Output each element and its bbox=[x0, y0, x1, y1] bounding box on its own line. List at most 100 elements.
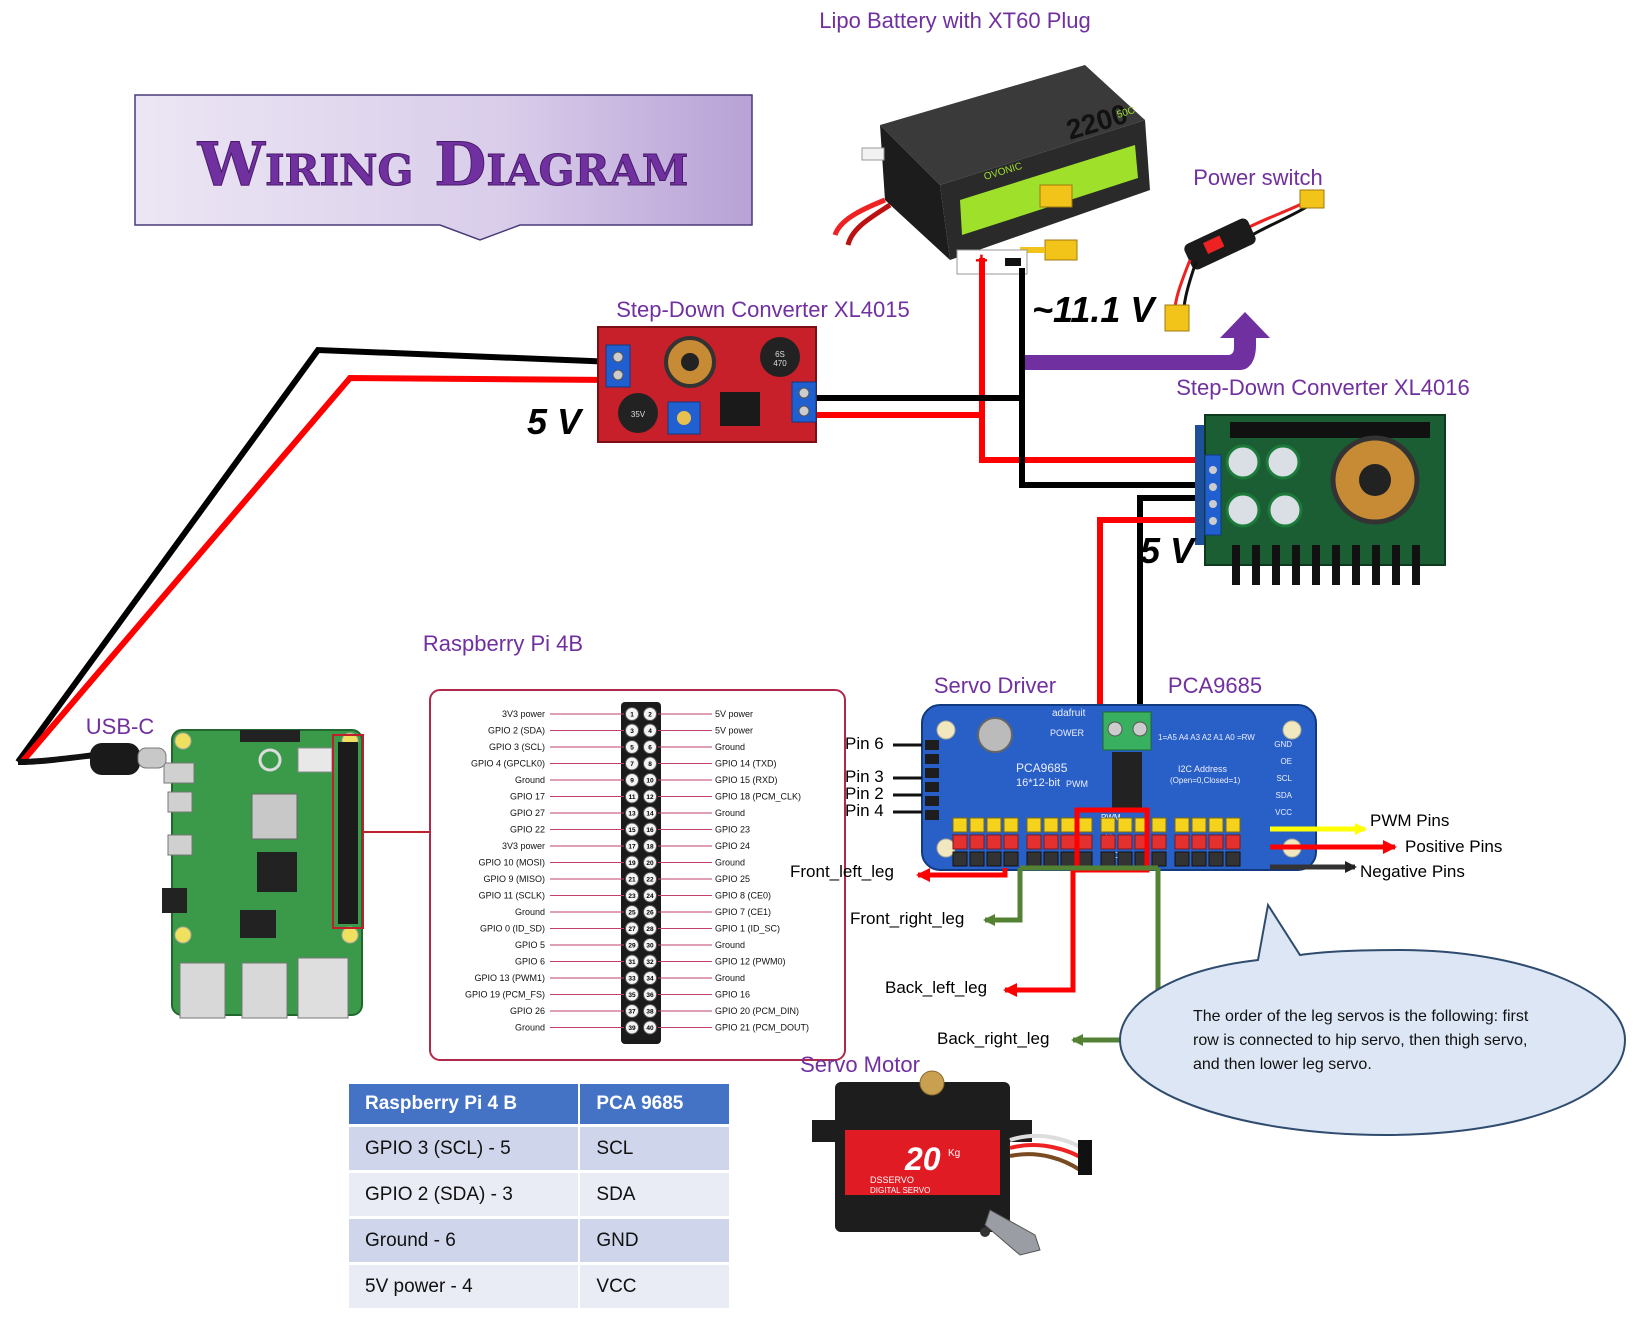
note-bubble bbox=[1118, 902, 1627, 1137]
pwm-pin-header bbox=[1191, 817, 1207, 833]
gnd-pin-header bbox=[1003, 851, 1019, 867]
raspberry-pi-board bbox=[162, 729, 364, 1019]
xl4016-label: Step-Down Converter XL4016 bbox=[1176, 375, 1470, 400]
gpio-pin-number: 34 bbox=[646, 976, 654, 983]
gpio-pin-odd bbox=[625, 1020, 639, 1035]
pin-4-label: Pin 4 bbox=[845, 801, 884, 820]
gpio-left-label: 3V3 power bbox=[502, 841, 545, 851]
pca-maker: adafruit bbox=[1052, 708, 1086, 719]
table-cell: SCL bbox=[579, 1124, 731, 1172]
gpio-pin-number: 38 bbox=[646, 1009, 654, 1016]
usb-c-label: USB-C bbox=[86, 714, 155, 739]
gpio-right-label: Ground bbox=[715, 742, 745, 752]
gnd-pin-header bbox=[1060, 851, 1076, 867]
gpio-pin-number: 29 bbox=[628, 943, 636, 950]
gpio-left-label: GPIO 4 (GPCLK0) bbox=[471, 759, 545, 769]
pca-left-pin bbox=[925, 740, 939, 750]
gpio-right-label: GPIO 18 (PCM_CLK) bbox=[715, 792, 801, 802]
gpio-pin-odd bbox=[625, 921, 639, 936]
gpio-left-label: 3V3 power bbox=[502, 709, 545, 719]
vplus-pin-header bbox=[1174, 834, 1190, 850]
front-right-leg-label: Front_right_leg bbox=[850, 909, 964, 928]
vplus-pin-header bbox=[1043, 834, 1059, 850]
gpio-pin-number: 39 bbox=[628, 1025, 636, 1032]
gnd-pin-header bbox=[969, 851, 985, 867]
servo-torque: 20 bbox=[904, 1141, 941, 1177]
pca-left-pin bbox=[925, 768, 939, 778]
pca-subtitle: 16*12-bit bbox=[1016, 777, 1060, 789]
gpio-pin-even bbox=[643, 756, 657, 771]
gpio-pin-number: 28 bbox=[646, 926, 654, 933]
gpio-left-label: GPIO 11 (SCLK) bbox=[479, 891, 545, 901]
gnd-pin-header bbox=[1100, 851, 1116, 867]
vplus-pin-header bbox=[1191, 834, 1207, 850]
raspberry-pi-label: Raspberry Pi 4B bbox=[423, 631, 583, 656]
table-cell: GPIO 3 (SCL) - 5 bbox=[349, 1124, 581, 1172]
gpio-pin-number: 4 bbox=[648, 728, 652, 735]
gpio-pin-even bbox=[643, 723, 657, 738]
xt60-plug-icon bbox=[1039, 184, 1073, 208]
gpio-pin-number: 7 bbox=[630, 761, 634, 768]
gpio-pin-even bbox=[643, 855, 657, 870]
gpio-left-label: GPIO 26 bbox=[510, 1006, 545, 1016]
gpio-pin-number: 1 bbox=[630, 712, 634, 719]
wires bbox=[15, 258, 1210, 764]
gpio-pin-number: 19 bbox=[628, 860, 636, 867]
gpio-pin-number: 14 bbox=[646, 811, 654, 818]
gpio-left-label: GPIO 5 bbox=[515, 940, 545, 950]
gpio-pin-even bbox=[643, 872, 657, 886]
gnd-pin-header bbox=[1043, 851, 1059, 867]
gpio-right-label: 5V power bbox=[715, 709, 753, 719]
gpio-right-label: GPIO 20 (PCM_DIN) bbox=[715, 1006, 799, 1016]
pca-i2c-label: I2C Address bbox=[1178, 764, 1228, 774]
gnd-pin-header bbox=[952, 851, 968, 867]
pca-left-pin bbox=[925, 796, 939, 806]
pca-left-pin bbox=[925, 782, 939, 792]
vplus-pin-header bbox=[1151, 834, 1167, 850]
gpio-pin-odd bbox=[625, 954, 639, 969]
pwm-pin-header bbox=[1151, 817, 1167, 833]
gpio-pin-even bbox=[643, 905, 657, 919]
gpio-right-label: Ground bbox=[715, 808, 745, 818]
table-header-row: Raspberry Pi 4 B PCA 9685 bbox=[349, 1084, 731, 1126]
page-title: Wiring Diagram bbox=[197, 130, 689, 200]
xl4015-cap-code: 6S bbox=[775, 350, 785, 359]
gpio-pin-odd bbox=[625, 723, 639, 738]
vplus-pin-header bbox=[1026, 834, 1042, 850]
gpio-pin-number: 6 bbox=[648, 745, 652, 752]
gpio-pin-odd bbox=[625, 938, 639, 952]
vplus-pin-header bbox=[1060, 834, 1076, 850]
gpio-pin-even bbox=[643, 839, 657, 853]
pca-pwm-label: PWM bbox=[1066, 779, 1088, 789]
gpio-pin-odd bbox=[625, 872, 639, 886]
pca9685-label: PCA9685 bbox=[1168, 673, 1262, 698]
pca-side-oe: OE bbox=[1280, 757, 1292, 766]
table-header-pi: Raspberry Pi 4 B bbox=[349, 1084, 581, 1126]
xl4016-board bbox=[1195, 414, 1446, 585]
servo-driver-label: Servo Driver bbox=[934, 673, 1056, 698]
gpio-pin-even bbox=[643, 888, 657, 903]
gnd-pin-header bbox=[1077, 851, 1093, 867]
title-banner: Wiring Diagram bbox=[134, 94, 753, 241]
gpio-pin-even bbox=[643, 1020, 657, 1035]
table-row: GPIO 3 (SCL) - 5 SCL bbox=[349, 1124, 731, 1172]
gpio-pin-even bbox=[643, 806, 657, 820]
pin-3-label: Pin 3 bbox=[845, 767, 884, 786]
pca-side-gnd: GND bbox=[1274, 740, 1292, 749]
battery-rating: 50C bbox=[1116, 105, 1137, 121]
pca-left-pin bbox=[925, 754, 939, 764]
pca-left-pin bbox=[925, 810, 939, 820]
servo-unit: Kg bbox=[948, 1148, 960, 1159]
gpio-pin-even bbox=[643, 1004, 657, 1018]
gpio-left-label: GPIO 13 (PWM1) bbox=[474, 973, 545, 983]
gpio-pin-even bbox=[643, 954, 657, 969]
gpio-pin-odd bbox=[625, 987, 639, 1002]
negative-terminal-icon bbox=[1005, 258, 1021, 266]
gpio-pin-even bbox=[643, 921, 657, 936]
front-left-leg-label: Front_left_leg bbox=[790, 862, 894, 881]
gpio-pin-number: 17 bbox=[628, 844, 636, 851]
gpio-pin-number: 37 bbox=[628, 1009, 636, 1016]
vplus-pin-header bbox=[1225, 834, 1241, 850]
gpio-pin-odd bbox=[625, 789, 639, 804]
